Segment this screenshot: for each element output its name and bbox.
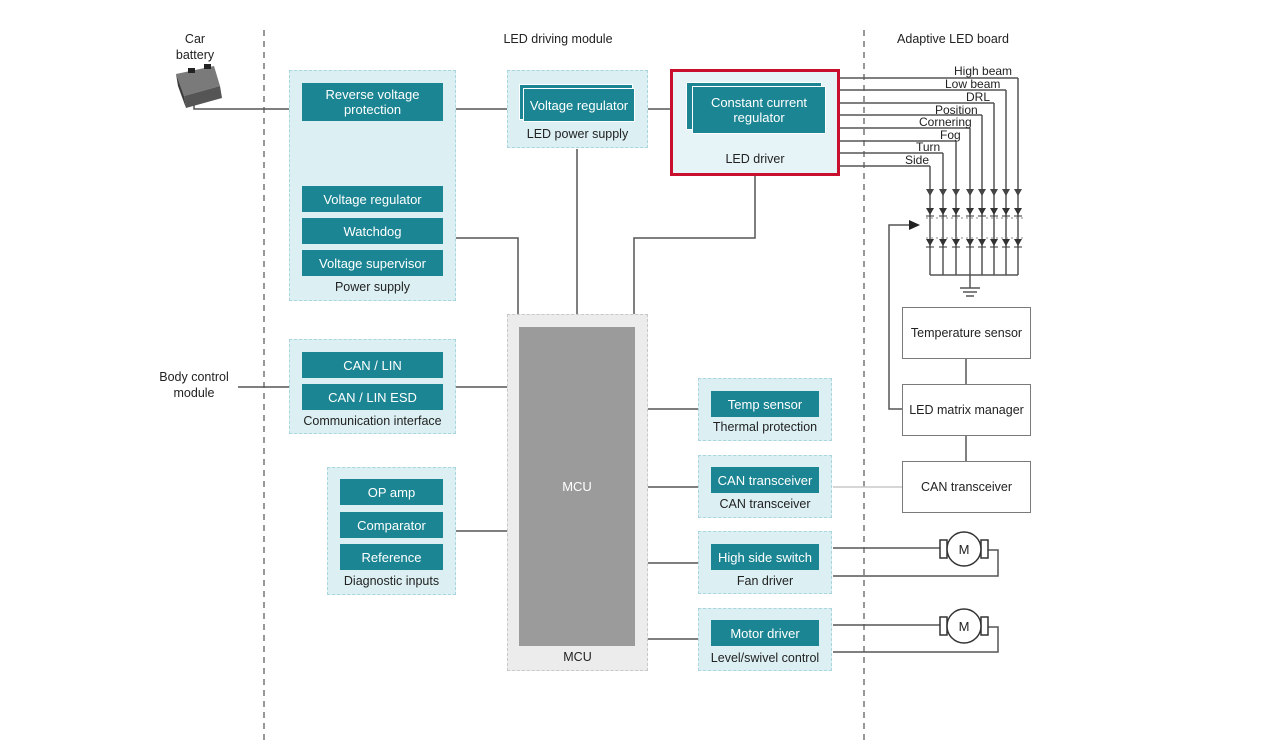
led-function-low-beam: Low beam [945, 77, 1001, 91]
led-function-side: Side [905, 153, 930, 167]
car-battery-label-line1: Car [184, 32, 206, 46]
can-lin-block[interactable]: CAN / LIN [302, 352, 443, 378]
mcu-caption: MCU [563, 650, 592, 664]
body-control-label-line1: Body control [159, 370, 229, 384]
led-function-turn: Turn [916, 140, 941, 154]
body-control-label: Body control module [144, 369, 244, 401]
fan-motor-label: M [959, 542, 970, 557]
can-transceiver-caption: CAN transceiver [719, 497, 811, 511]
led-function-fog: Fog [940, 128, 961, 142]
led-function-high-beam: High beam [954, 64, 1013, 78]
reverse-voltage-protection-block[interactable]: Reverse voltage protection [302, 83, 443, 121]
level-swivel-caption: Level/swivel control [710, 651, 820, 665]
constant-current-regulator-block[interactable]: Constant current regulator [692, 86, 826, 134]
temperature-sensor-box[interactable]: Temperature sensor [902, 307, 1031, 359]
led-matrix-manager-box[interactable]: LED matrix manager [902, 384, 1031, 436]
led-diode-array [926, 208, 1022, 248]
communication-interface-caption: Communication interface [303, 414, 442, 428]
motor-driver-block[interactable]: Motor driver [711, 620, 819, 646]
wires [193, 77, 1019, 653]
watchdog-block[interactable]: Watchdog [302, 218, 443, 244]
mcu-core[interactable]: MCU [519, 327, 635, 646]
led-driver-caption: LED driver [725, 152, 785, 166]
op-amp-block[interactable]: OP amp [340, 479, 443, 505]
body-control-label-line2: module [173, 386, 215, 400]
car-battery-label-line2: battery [175, 48, 215, 62]
comparator-block[interactable]: Comparator [340, 512, 443, 538]
car-battery-icon [176, 64, 222, 108]
reference-block[interactable]: Reference [340, 544, 443, 570]
level-motor-icon [939, 608, 989, 644]
led-function-drl: DRL [966, 90, 991, 104]
fan-driver-caption: Fan driver [736, 574, 794, 588]
thermal-protection-caption: Thermal protection [712, 420, 818, 434]
level-motor-label: M [959, 619, 970, 634]
can-transceiver-block[interactable]: CAN transceiver [711, 467, 819, 493]
fan-motor-icon [939, 531, 989, 567]
temp-sensor-block[interactable]: Temp sensor [711, 391, 819, 417]
adaptive-board-heading: Adaptive LED board [897, 32, 1009, 46]
driving-module-heading: LED driving module [503, 32, 613, 46]
led-function-position: Position [935, 103, 978, 117]
board-can-transceiver-box[interactable]: CAN transceiver [902, 461, 1031, 513]
can-lin-esd-block[interactable]: CAN / LIN ESD [302, 384, 443, 410]
diagnostic-inputs-caption: Diagnostic inputs [343, 574, 440, 588]
led-driver-highlight [670, 69, 840, 176]
voltage-supervisor-block[interactable]: Voltage supervisor [302, 250, 443, 276]
car-battery-label: Car battery [155, 31, 235, 63]
led-voltage-regulator-block[interactable]: Voltage regulator [523, 88, 635, 122]
voltage-regulator-block[interactable]: Voltage regulator [302, 186, 443, 212]
led-power-supply-caption: LED power supply [526, 127, 629, 141]
high-side-switch-block[interactable]: High side switch [711, 544, 819, 570]
power-supply-caption: Power supply [334, 280, 411, 294]
led-function-cornering: Cornering [919, 115, 972, 129]
led-dotted-rails [926, 217, 1024, 239]
